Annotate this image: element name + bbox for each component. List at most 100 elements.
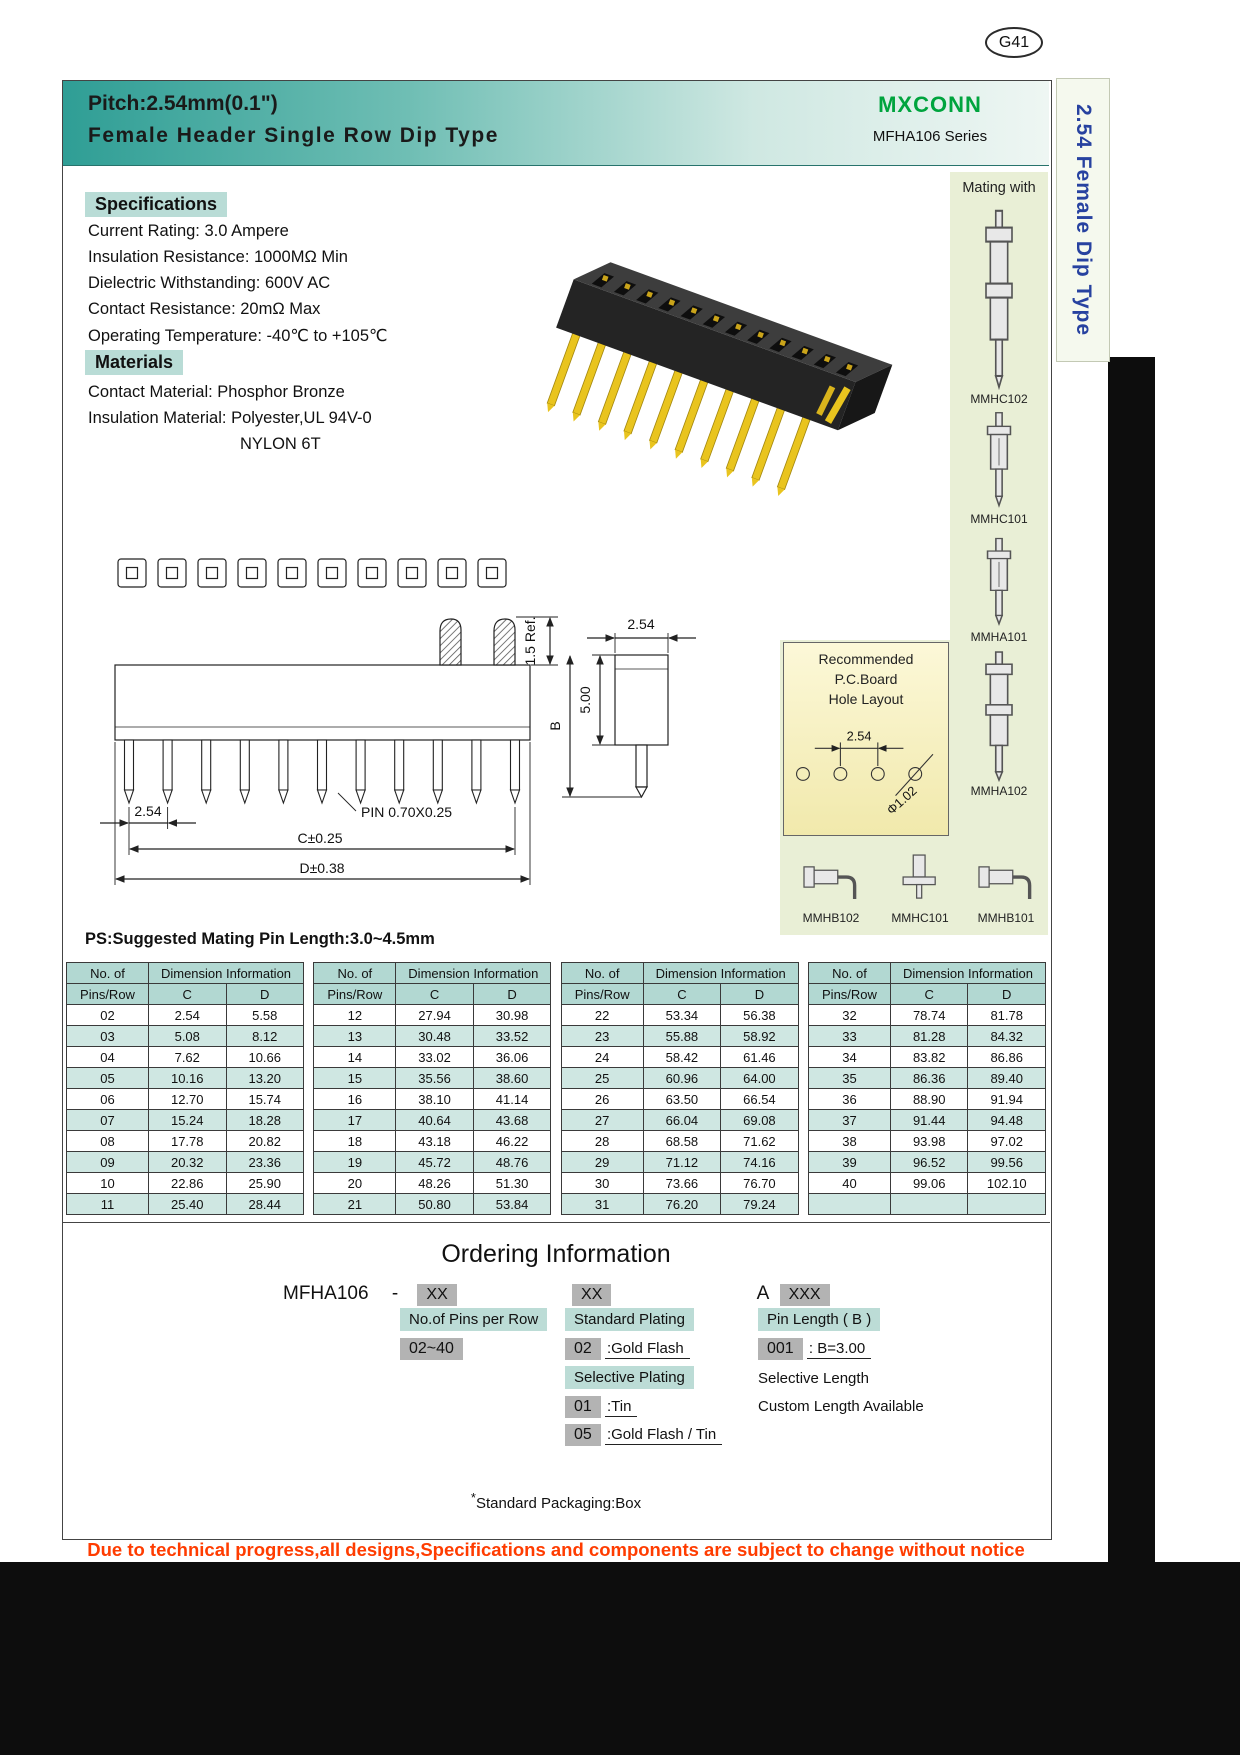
part-number-row: MFHA106 - XX XX A XXX xyxy=(283,1283,830,1306)
footer-note: Due to technical progress,all designs,Sp… xyxy=(87,1539,1025,1560)
table-cell: 40.64 xyxy=(395,1109,474,1131)
table-cell xyxy=(889,1193,969,1215)
table-cell: 31 xyxy=(560,1193,644,1215)
dim-pitch-side: 2.54 xyxy=(627,616,654,632)
spec-item: Contact Resistance: 20mΩ Max xyxy=(88,300,321,318)
col-header: C xyxy=(395,983,474,1005)
mating-item: MMHA102 xyxy=(950,650,1048,798)
ordering-col3-label1: : B=3.00 xyxy=(806,1340,872,1359)
series-name: MFHA106 Series xyxy=(872,128,988,145)
table-cell: 45.72 xyxy=(395,1151,474,1173)
part-a: A xyxy=(756,1283,769,1304)
table-cell: 81.78 xyxy=(967,1004,1046,1026)
table-row xyxy=(807,1193,1046,1215)
table-cell: 91.44 xyxy=(889,1109,969,1131)
col-header: Pins/Row xyxy=(560,983,644,1005)
part-prefix: MFHA106 xyxy=(283,1283,369,1304)
table-cell: 71.12 xyxy=(642,1151,722,1173)
dim-ref: 1.5 Ref. xyxy=(522,616,538,665)
mating-item-label: MMHC101 xyxy=(891,911,949,925)
table-cell: 74.16 xyxy=(720,1151,799,1173)
table-cell: 5.08 xyxy=(148,1025,227,1047)
mating-item: MMHB102 xyxy=(788,850,874,925)
table-cell: 10 xyxy=(66,1172,149,1194)
table-cell: 20.32 xyxy=(148,1151,227,1173)
mating-item-label: MMHA101 xyxy=(970,630,1028,644)
col-header: No. of xyxy=(807,962,891,984)
right-black-bar xyxy=(1108,357,1155,1562)
mating-item: MMHC101 xyxy=(950,410,1048,526)
ordering-col3-code1: 001 xyxy=(758,1338,803,1360)
pcb-hole-drawing: 2.54 Φ1.02 xyxy=(796,728,934,818)
table-cell: 29 xyxy=(560,1151,644,1173)
table-cell: 05 xyxy=(66,1067,149,1089)
table-cell: 13 xyxy=(313,1025,397,1047)
table-cell: 73.66 xyxy=(642,1172,722,1194)
bottom-mating-strip xyxy=(780,838,1048,935)
table-cell: 17.78 xyxy=(148,1130,227,1152)
table-cell: 22 xyxy=(560,1004,644,1026)
table-cell: 86.36 xyxy=(889,1067,969,1089)
table-cell: 37 xyxy=(807,1109,891,1131)
table-cell: 64.00 xyxy=(720,1067,799,1089)
col-header: Dimension Information xyxy=(148,962,304,984)
connector-icon xyxy=(902,854,936,899)
table-cell: 58.42 xyxy=(642,1046,722,1068)
table-cell: 03 xyxy=(66,1025,149,1047)
table-cell: 63.50 xyxy=(642,1088,722,1110)
dimension-table-section: No. of Dimension Information Pins/Row C … xyxy=(66,962,1046,1215)
table-cell: 66.54 xyxy=(720,1088,799,1110)
table-cell: 26 xyxy=(560,1088,644,1110)
mating-item-label: MMHB102 xyxy=(802,911,860,925)
pcb-line1: Recommended xyxy=(818,651,914,667)
col-header: Dimension Information xyxy=(642,962,799,984)
table-cell: 91.94 xyxy=(967,1088,1046,1110)
dimension-table: No. of Dimension Information Pins/Row C … xyxy=(807,962,1046,1215)
table-cell: 2.54 xyxy=(148,1004,227,1026)
dimension-table: No. of Dimension Information Pins/Row C … xyxy=(560,962,799,1215)
page-number: G41 xyxy=(985,27,1043,58)
table-cell: 94.48 xyxy=(967,1109,1046,1131)
packaging-star: * xyxy=(470,1490,476,1505)
table-cell: 15.74 xyxy=(225,1088,304,1110)
table-cell: 53.84 xyxy=(472,1193,552,1215)
connector-icon xyxy=(984,209,1014,389)
table-cell: 17 xyxy=(313,1109,397,1131)
side-tab-label: 2.54 Female Dip Type xyxy=(1072,103,1095,337)
table-cell: 56.38 xyxy=(720,1004,799,1026)
table-cell: 93.98 xyxy=(889,1130,969,1152)
spec-item: Insulation Resistance: 1000MΩ Min xyxy=(88,248,348,266)
table-cell: 76.20 xyxy=(642,1193,722,1215)
packaging-text: Standard Packaging:Box xyxy=(475,1495,642,1512)
dimension-table: No. of Dimension Information Pins/Row C … xyxy=(313,962,552,1215)
table-cell: 48.26 xyxy=(395,1172,474,1194)
table-cell: 51.30 xyxy=(472,1172,552,1194)
col-header: D xyxy=(225,983,304,1005)
table-cell: 27.94 xyxy=(395,1004,474,1026)
specifications-heading: Specifications xyxy=(85,192,228,217)
table-cell: 55.88 xyxy=(642,1025,722,1047)
ordering-col1-header: No.of Pins per Row xyxy=(400,1308,548,1331)
col-header: Dimension Information xyxy=(395,962,552,984)
table-cell: 99.56 xyxy=(967,1151,1046,1173)
table-cell: 88.90 xyxy=(889,1088,969,1110)
table-cell: 13.20 xyxy=(225,1067,304,1089)
main-frame xyxy=(62,80,1052,1540)
pcb-layout-box: Recommended P.C.Board Hole Layout 2.54 Φ… xyxy=(783,642,949,836)
col-header: No. of xyxy=(560,962,644,984)
table-cell: 102.10 xyxy=(967,1172,1046,1194)
page-title-line2: Female Header Single Row Dip Type xyxy=(88,124,499,147)
